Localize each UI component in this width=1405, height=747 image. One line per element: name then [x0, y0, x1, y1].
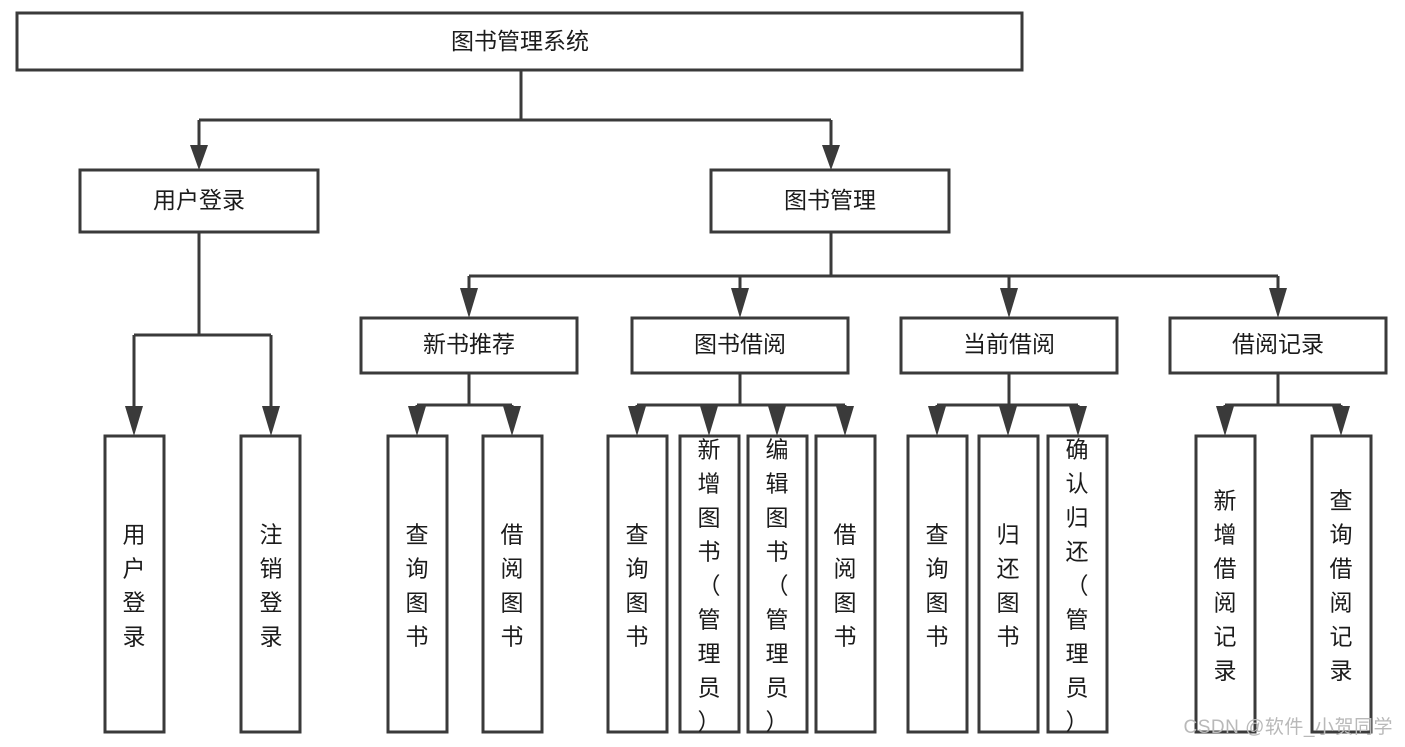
arrowhead-current-borrow [1000, 288, 1018, 318]
arrowhead-leaf-logout [262, 406, 280, 436]
leaf-query-book-1-box[interactable] [386, 434, 449, 734]
node-current-borrow-label: 当前借阅 [963, 331, 1055, 357]
leaf-query-book-3-label: 查询图书 [926, 522, 949, 650]
arrowhead-book-borrow [731, 288, 749, 318]
leaf-add-record-box[interactable] [1194, 434, 1257, 734]
node-borrow-record-label: 借阅记录 [1232, 331, 1324, 357]
connector-group-new-book-recommend [408, 373, 521, 436]
leaf-edit-book-label: 编辑图书（管理员） [766, 437, 789, 735]
leaf-confirm-return-label: 确认归还（管理员） [1066, 437, 1089, 735]
arrowhead-leaf-user-login [125, 406, 143, 436]
leaf-edit-book[interactable]: 编辑图书（管理员） [746, 434, 809, 735]
connector-group-current-borrow [928, 373, 1087, 436]
node-borrow-record-box[interactable] [1168, 316, 1388, 375]
leaf-query-book-1[interactable]: 查询图书 [386, 434, 449, 734]
leaf-return-book-box[interactable] [977, 434, 1040, 734]
leaf-add-book[interactable]: 新增图书（管理员） [678, 434, 741, 735]
leaf-user-login-label: 用户登录 [123, 522, 146, 650]
leaf-logout-label: 注销登录 [260, 522, 283, 650]
node-book-management-label: 图书管理 [784, 187, 876, 213]
arrowhead-leaf-add-book [700, 406, 718, 436]
leaf-confirm-return-box[interactable] [1046, 434, 1109, 734]
node-new-book-recommend-label: 新书推荐 [423, 331, 515, 357]
leaf-query-book-2-label: 查询图书 [626, 522, 649, 650]
leaf-query-book-2-box[interactable] [606, 434, 669, 734]
leaf-borrow-book-2-label: 借阅图书 [834, 522, 857, 650]
node-current-borrow[interactable]: 当前借阅 [899, 316, 1119, 375]
leaf-borrow-book-2-box[interactable] [814, 434, 877, 734]
leaf-query-book-2[interactable]: 查询图书 [606, 434, 669, 734]
leaf-query-book-1-label: 查询图书 [406, 522, 429, 650]
arrowhead-leaf-confirm-return [1069, 406, 1087, 436]
connector-group-book-management [460, 232, 1287, 318]
node-new-book-recommend[interactable]: 新书推荐 [359, 316, 579, 375]
node-current-borrow-box[interactable] [899, 316, 1119, 375]
node-book-borrow[interactable]: 图书借阅 [630, 316, 850, 375]
leaf-query-record-label: 查询借阅记录 [1330, 488, 1353, 684]
leaf-edit-book-box[interactable] [746, 434, 809, 734]
leaf-user-login-box[interactable] [103, 434, 166, 734]
node-book-management-box[interactable] [709, 168, 951, 234]
node-user-login-label: 用户登录 [153, 187, 245, 213]
leaf-query-record[interactable]: 查询借阅记录 [1310, 434, 1373, 734]
leaf-borrow-book-1-label: 借阅图书 [501, 522, 524, 650]
arrowhead-leaf-query-book-1 [408, 406, 426, 436]
leaf-logout[interactable]: 注销登录 [239, 434, 302, 734]
connector-group-book-borrow [628, 373, 854, 436]
node-new-book-recommend-box[interactable] [359, 316, 579, 375]
node-root-label: 图书管理系统 [451, 28, 589, 54]
leaf-query-book-3[interactable]: 查询图书 [906, 434, 969, 734]
node-book-management[interactable]: 图书管理 [709, 168, 951, 234]
node-root-box[interactable] [15, 11, 1024, 72]
connector-group-root [190, 70, 840, 170]
arrowhead-leaf-query-book-3 [928, 406, 946, 436]
arrowhead-borrow-record [1269, 288, 1287, 318]
arrowhead-new-book-recommend [460, 288, 478, 318]
leaf-add-book-label: 新增图书（管理员） [698, 437, 721, 735]
leaf-add-book-box[interactable] [678, 434, 741, 734]
leaf-query-book-3-box[interactable] [906, 434, 969, 734]
arrowhead-book-management [822, 145, 840, 170]
node-user-login[interactable]: 用户登录 [78, 168, 320, 234]
leaf-return-book-label: 归还图书 [997, 522, 1020, 650]
leaf-borrow-book-2[interactable]: 借阅图书 [814, 434, 877, 734]
node-user-login-box[interactable] [78, 168, 320, 234]
leaf-confirm-return[interactable]: 确认归还（管理员） [1046, 434, 1109, 735]
arrowhead-leaf-edit-book [768, 406, 786, 436]
leaf-add-record-label: 新增借阅记录 [1214, 488, 1237, 684]
connector-group-user-login [125, 232, 280, 436]
leaf-borrow-book-1[interactable]: 借阅图书 [481, 434, 544, 734]
arrowhead-leaf-query-book-2 [628, 406, 646, 436]
leaf-logout-box[interactable] [239, 434, 302, 734]
leaf-user-login[interactable]: 用户登录 [103, 434, 166, 734]
arrowhead-leaf-query-record [1332, 406, 1350, 436]
arrowhead-user-login [190, 145, 208, 170]
arrowhead-leaf-return-book [999, 406, 1017, 436]
leaf-query-record-box[interactable] [1310, 434, 1373, 734]
leaf-return-book[interactable]: 归还图书 [977, 434, 1040, 734]
csdn-watermark: CSDN @软件_小贺同学 [1183, 717, 1393, 738]
arrowhead-leaf-borrow-book-2 [836, 406, 854, 436]
arrowhead-leaf-borrow-book-1 [503, 406, 521, 436]
node-book-borrow-box[interactable] [630, 316, 850, 375]
node-book-borrow-label: 图书借阅 [694, 331, 786, 357]
leaf-borrow-book-1-box[interactable] [481, 434, 544, 734]
connector-group-borrow-record [1216, 373, 1350, 436]
leaf-add-record[interactable]: 新增借阅记录 [1194, 434, 1257, 734]
node-root[interactable]: 图书管理系统 [15, 11, 1024, 72]
node-borrow-record[interactable]: 借阅记录 [1168, 316, 1388, 375]
arrowhead-leaf-add-record [1216, 406, 1234, 436]
